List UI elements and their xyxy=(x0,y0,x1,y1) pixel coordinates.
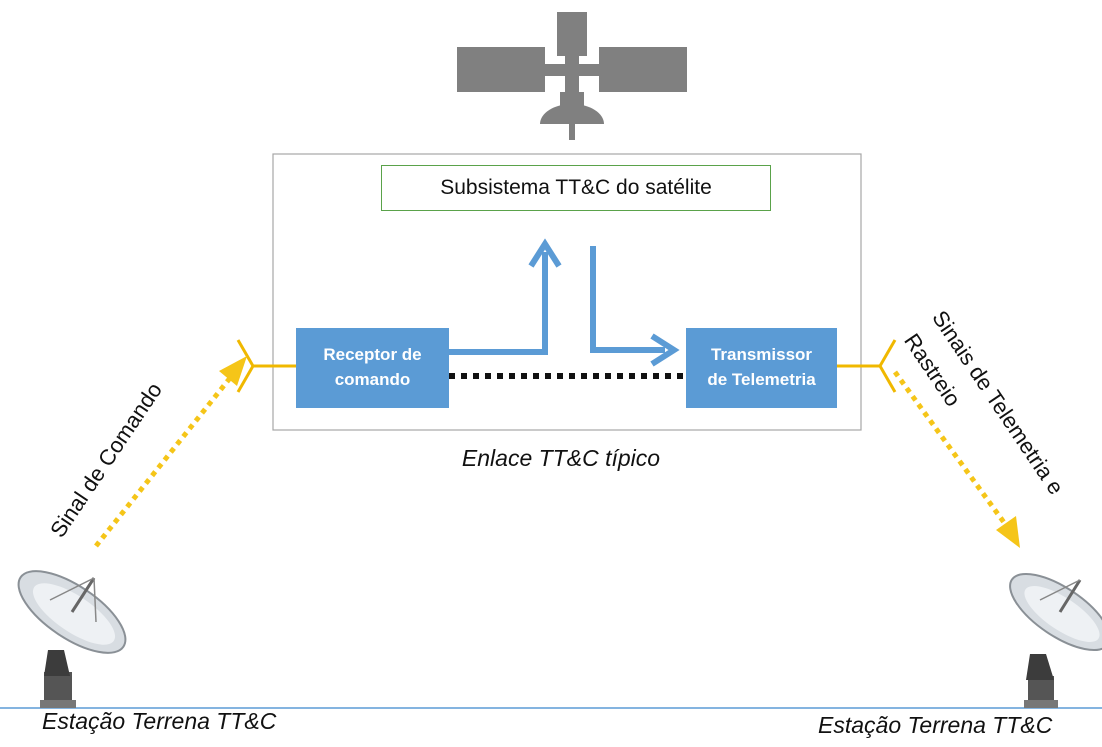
transmitter-label-line1: Transmissor xyxy=(710,345,813,365)
satellite-subsystem-box: Subsistema TT&C do satélite xyxy=(381,165,771,211)
downlink-arrow xyxy=(590,246,665,353)
receiver-label-line1: Receptor de xyxy=(323,345,422,365)
link-box xyxy=(272,153,862,431)
receiver-label-line2: comando xyxy=(334,370,411,389)
transmitter-antenna-icon xyxy=(837,339,897,393)
command-signal-arrow xyxy=(94,356,247,548)
uplink-arrow xyxy=(449,252,548,355)
command-receiver-block: Receptor de comando xyxy=(296,328,449,408)
satellite-icon xyxy=(457,12,687,140)
link-caption: Enlace TT&C típico xyxy=(461,445,661,471)
dish-antenna-icon xyxy=(17,570,127,708)
transmitter-label-line2: de Telemetria xyxy=(707,370,816,389)
telemetry-signal-arrow xyxy=(892,370,1020,548)
left-ground-station-label: Estação Terrena TT&C xyxy=(42,708,277,734)
right-ground-station-label: Estação Terrena TT&C xyxy=(818,712,1053,738)
dish-antenna-icon xyxy=(1009,572,1102,708)
telemetry-transmitter-block: Transmissor de Telemetria xyxy=(686,328,837,408)
receiver-antenna-icon xyxy=(236,339,296,393)
data-flow-arrows xyxy=(449,238,680,367)
satellite-subsystem-label: Subsistema TT&C do satélite xyxy=(440,176,712,199)
